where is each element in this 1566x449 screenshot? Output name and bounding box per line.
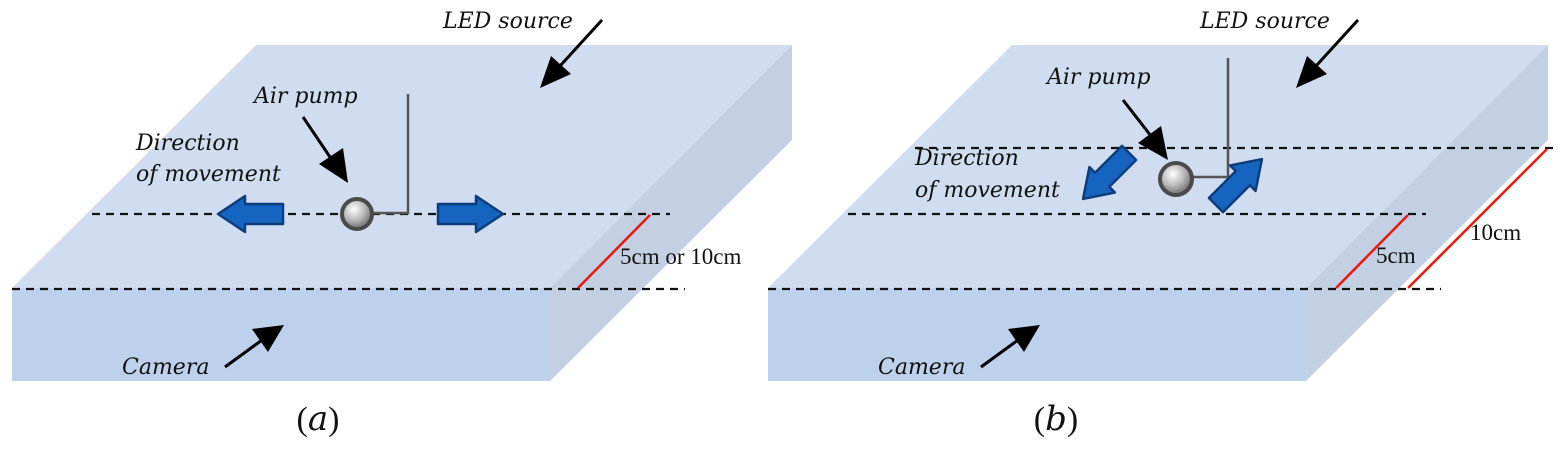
panel-b-led-pointer-arrow (1296, 18, 1360, 88)
panel-a-direction-label-line2: of movement (136, 162, 281, 187)
panel-a-caption: (a) (297, 399, 340, 439)
panel-b-arrow-down-left (1081, 144, 1138, 201)
panel-a-distance-marker (577, 214, 651, 289)
panel-b-caption-letter: b (1045, 399, 1067, 439)
panel-a: LED source Air pump Direction of movemen… (12, 9, 792, 439)
panel-a-arrow-left (216, 194, 285, 234)
panel-a-pump-label: Air pump (252, 84, 358, 109)
panel-b-distance-far-label: 10cm (1470, 220, 1521, 245)
panel-b: LED source Air pump Direction of movemen… (768, 9, 1553, 439)
panel-b-pump-tube (1192, 58, 1230, 179)
panel-a-side-face (550, 45, 792, 381)
panel-b-distance-near-label: 5cm (1376, 243, 1416, 268)
panel-b-air-pump (1158, 161, 1194, 197)
panel-a-led-label: LED source (442, 9, 573, 34)
panel-b-side-face (1306, 45, 1548, 381)
panel-b-direction-label-line1: Direction (914, 146, 1019, 171)
panel-a-caption-letter: a (308, 399, 328, 439)
panel-a-front-face (12, 288, 550, 381)
panel-b-arrow-up-right (1207, 157, 1264, 214)
panel-b-top-face (768, 45, 1548, 288)
panel-b-pump-pointer-arrow (1121, 99, 1168, 160)
panel-b-distance-marker-10cm (1407, 148, 1548, 289)
panel-a-camera-label: Camera (122, 355, 209, 380)
panel-b-direction-label-line2: of movement (915, 178, 1060, 203)
panel-a-pump-tube (372, 94, 410, 215)
panel-b-caption: (b) (1034, 399, 1078, 439)
panel-b-front-face (768, 288, 1306, 381)
panel-b-camera-pointer-arrow (980, 325, 1040, 369)
panel-b-distance-marker-5cm (1335, 214, 1409, 289)
panel-b-pump-label: Air pump (1045, 65, 1151, 90)
panel-a-camera-pointer-arrow (224, 325, 284, 369)
panel-b-led-label: LED source (1199, 9, 1330, 34)
panel-a-air-pump (340, 197, 374, 231)
panel-a-arrow-right (436, 194, 505, 234)
panel-a-direction-label-line1: Direction (135, 131, 240, 156)
panel-a-led-pointer-arrow (540, 18, 604, 88)
panel-a-distance-label: 5cm or 10cm (620, 244, 741, 269)
panel-a-pump-pointer-arrow (301, 116, 348, 183)
panel-b-camera-label: Camera (878, 355, 965, 380)
panel-a-top-face (12, 45, 792, 288)
